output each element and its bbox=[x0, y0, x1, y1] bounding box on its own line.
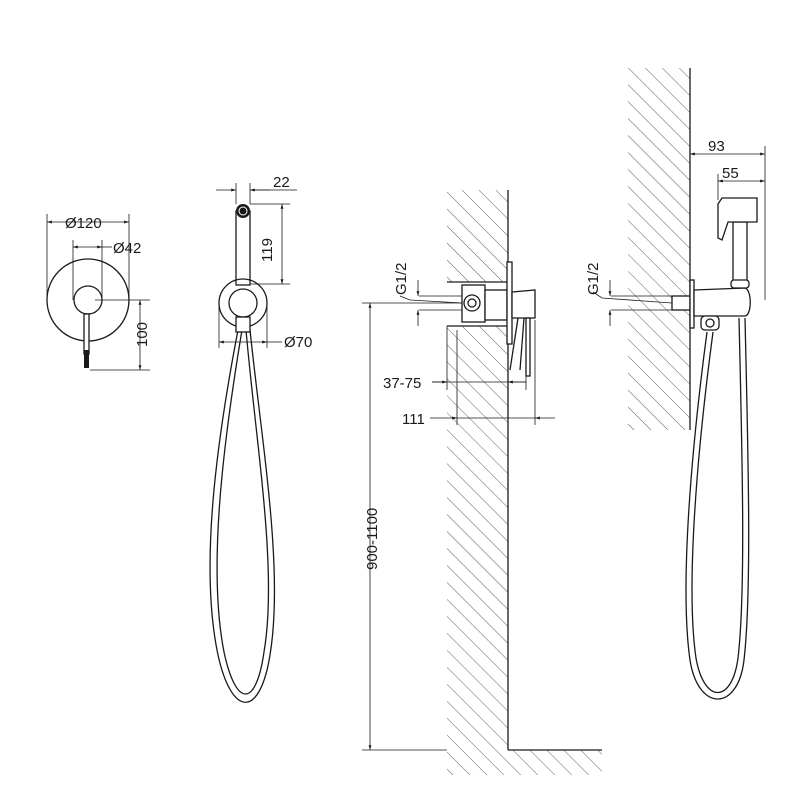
hand-shower-view: 22 119 Ø70 bbox=[209, 174, 312, 703]
dim-handle-length: 119 bbox=[259, 238, 276, 262]
dim-mounting-height: 900-1100 bbox=[364, 508, 381, 570]
cover-plate-side bbox=[506, 261, 513, 345]
wall-section-upper bbox=[447, 190, 508, 282]
dim-lever-height: 100 bbox=[134, 322, 151, 347]
valve-box bbox=[461, 284, 486, 323]
floor-section bbox=[447, 750, 602, 775]
lever bbox=[83, 313, 90, 355]
valve-body bbox=[484, 289, 508, 321]
front-view: Ø120 Ø42 100 bbox=[46, 214, 151, 371]
hose bbox=[209, 329, 276, 703]
shower-head bbox=[236, 204, 250, 218]
lever-tip bbox=[84, 350, 89, 368]
valve-side-view: G1/2 37-75 111 900-1100 bbox=[362, 190, 602, 775]
hose bbox=[685, 317, 750, 700]
dim-thread-valve: G1/2 bbox=[393, 262, 410, 295]
shower-head bbox=[717, 197, 758, 241]
lever-handle bbox=[511, 289, 536, 319]
dim-head-projection: 55 bbox=[722, 165, 739, 182]
dim-plate-diameter: Ø120 bbox=[65, 215, 102, 232]
holder-side-view: 93 55 G1/2 bbox=[585, 68, 766, 700]
dim-depth-range: 37-75 bbox=[383, 375, 421, 392]
dim-holder-diameter: Ø70 bbox=[284, 334, 312, 351]
dim-head-width: 22 bbox=[273, 174, 290, 191]
wall-connector bbox=[671, 295, 691, 311]
shower-handle bbox=[732, 221, 748, 285]
dim-total-depth: 111 bbox=[402, 411, 425, 428]
dim-outer-projection: 93 bbox=[708, 138, 725, 155]
dim-thread-holder: G1/2 bbox=[585, 262, 602, 295]
holder-body bbox=[693, 287, 751, 317]
hose-nut bbox=[700, 315, 720, 331]
wall-section bbox=[628, 68, 690, 430]
dim-knob-diameter: Ø42 bbox=[113, 240, 141, 257]
shower-handle bbox=[235, 210, 251, 286]
wall-section-lower bbox=[447, 326, 508, 750]
holder-connector bbox=[228, 288, 258, 318]
